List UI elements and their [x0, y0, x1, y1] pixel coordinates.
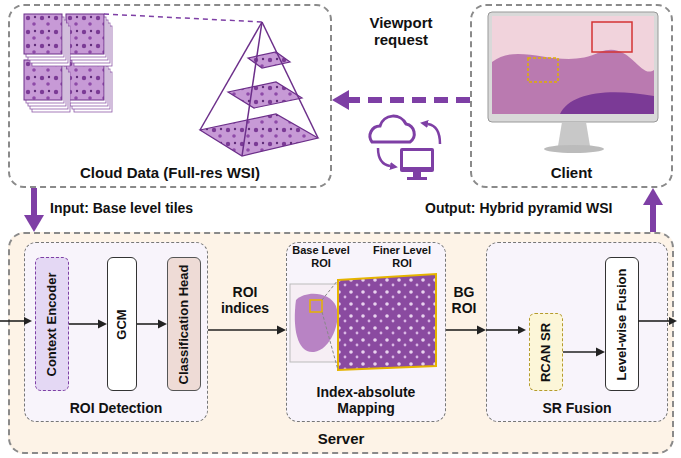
inner-arrow: [486, 329, 518, 331]
arrow-head: [596, 348, 605, 357]
roi-square: [310, 300, 322, 312]
fusion-box: Level-wise Fusion: [605, 257, 639, 391]
tile-stack: [24, 14, 70, 66]
connector: [24, 188, 44, 232]
tile-stack: [66, 60, 112, 112]
panel-title: Client: [551, 164, 593, 181]
monitor-icon-screen: [403, 151, 431, 167]
encoder-box: Context Encoder: [35, 257, 69, 391]
edge-label: ROI indices: [214, 284, 276, 316]
connector: [137, 320, 167, 329]
arrow-head: [643, 188, 663, 205]
arrow-head: [332, 90, 349, 110]
sync-arrow: [428, 124, 440, 144]
panel-title: Server: [318, 430, 365, 447]
sync-arrow: [378, 148, 390, 166]
panel-title: Cloud Data (Full-res WSI): [80, 164, 260, 181]
leader-line: [322, 312, 338, 370]
screen-tissue: [560, 92, 654, 114]
connector-line: [348, 97, 470, 103]
connector: [643, 188, 663, 232]
monitor-neck: [558, 122, 590, 146]
pyramid-edge: [200, 22, 262, 130]
gcm-box: GCM: [107, 257, 137, 391]
connector: [446, 326, 486, 335]
edge-label: Output: Hybrid pyramid WSI: [425, 200, 612, 216]
image-label: Base Level ROI: [287, 244, 355, 269]
module-box: SR Fusion RCAN SR Level-wise Fusion: [486, 242, 668, 422]
connector-line: [69, 323, 99, 325]
connector: [332, 90, 470, 110]
finer-roi-image: [338, 274, 436, 370]
pyramid-level: [200, 114, 318, 156]
base-slide: [290, 284, 342, 362]
monitor-screen: [492, 16, 654, 114]
edge-label: Viewport request: [351, 14, 451, 49]
connector-line: [446, 329, 478, 331]
monitor-icon-base: [407, 177, 427, 180]
connector-line: [208, 329, 278, 331]
monitor-icon-stand: [413, 172, 421, 177]
cloud-icon: [370, 116, 414, 142]
box-label: GCM: [115, 261, 130, 387]
box-label: RCAN SR: [539, 317, 554, 387]
arrow-head: [477, 326, 486, 335]
arrow-head: [277, 326, 286, 335]
connector-line: [137, 323, 159, 325]
panel-title: Index-absolute Mapping: [293, 384, 439, 416]
edge-label: Input: Base level tiles: [50, 200, 193, 216]
pyramid-edge: [242, 22, 262, 156]
tile-stack: [24, 60, 70, 112]
input-arrow: [0, 320, 24, 322]
connector: [208, 326, 286, 335]
module-box: ROI Detection Context Encoder GCM Classific…: [24, 242, 208, 422]
edge-label: BG ROI: [444, 284, 484, 316]
connector-line: [650, 204, 656, 232]
pyramid-level: [228, 82, 302, 108]
tile-stack: [66, 14, 112, 66]
leader-line: [322, 280, 338, 300]
pyramid-edge: [262, 22, 318, 138]
connector: [563, 348, 605, 357]
box-label: Classification Head: [177, 261, 192, 387]
arrow-head: [158, 320, 167, 329]
box-label: Level-wise Fusion: [615, 261, 630, 387]
arrow-head: [98, 320, 107, 329]
monitor-icon: [400, 148, 434, 172]
panel-title: SR Fusion: [542, 400, 611, 416]
screen-annotation: [528, 58, 558, 82]
leader-line: [104, 14, 262, 22]
monitor-bezel: [488, 12, 658, 122]
screen-tissue: [492, 50, 654, 114]
head-box: Classification Head: [167, 257, 201, 391]
sr-box: RCAN SR: [529, 313, 563, 391]
panel-title: ROI Detection: [70, 400, 163, 416]
arrow-head: [24, 215, 44, 232]
screen-annotation: [592, 22, 632, 52]
image-label: Finer Level ROI: [364, 244, 440, 269]
connector: [69, 320, 107, 329]
monitor-base: [544, 145, 604, 153]
connector-line: [563, 351, 597, 353]
output-arrow: [638, 320, 669, 322]
connector-line: [31, 188, 37, 216]
box-label: Context Encoder: [45, 261, 60, 387]
